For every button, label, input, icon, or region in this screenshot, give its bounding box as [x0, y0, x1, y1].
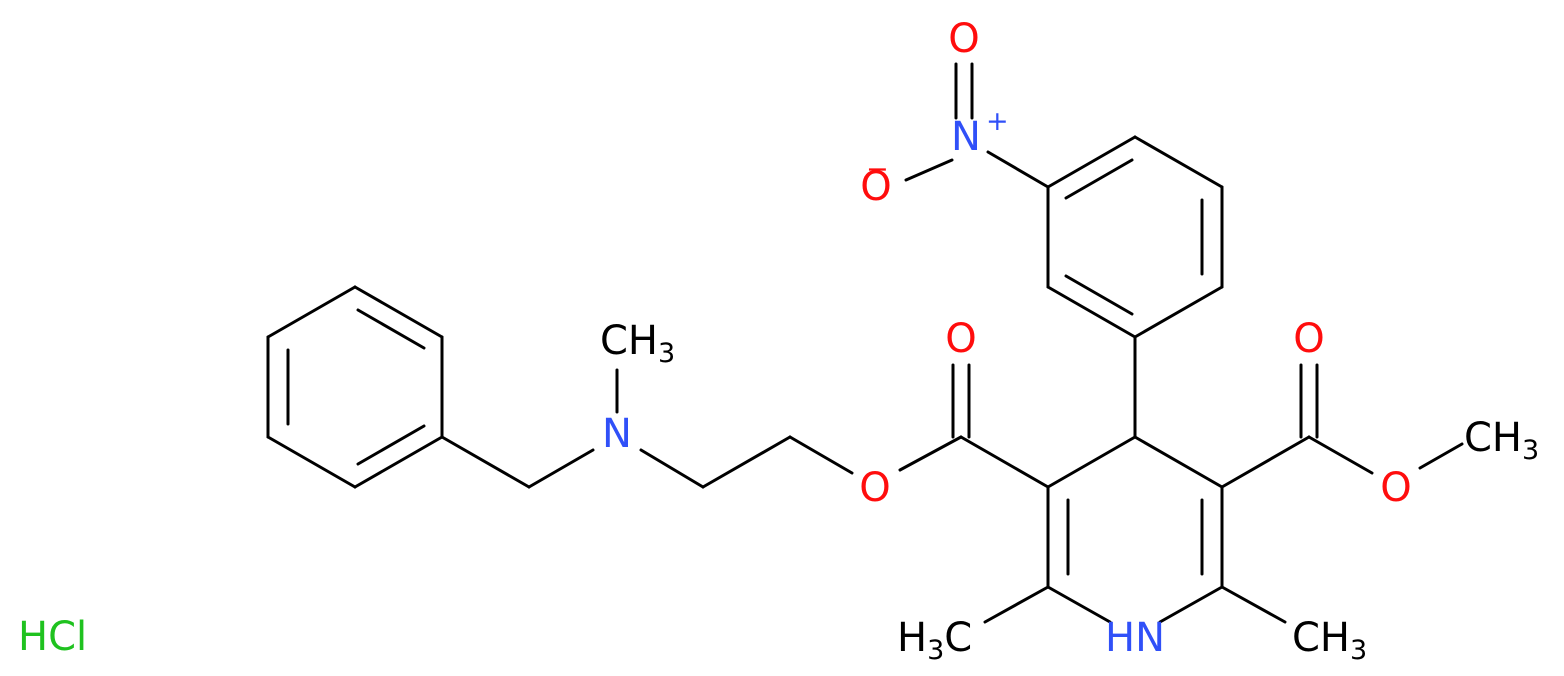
- bond: [1307, 435, 1374, 475]
- right-ester-carbonyl-oxygen: O: [1293, 316, 1324, 362]
- nitro-nitrogen-charge: +: [986, 106, 1009, 137]
- ring-nh-label: HN: [1105, 615, 1165, 661]
- right-ester-methyl-label: CH3: [1464, 415, 1539, 466]
- bond: [1220, 435, 1311, 489]
- amine-methyl-label: CH3: [600, 318, 675, 369]
- bond: [1133, 285, 1224, 339]
- bond: [1064, 274, 1134, 316]
- ring-methyl-right-label: CH3: [1292, 615, 1367, 666]
- ring-methyl-left-sub: 3: [927, 635, 944, 666]
- bond: [1046, 435, 1137, 489]
- amine-nitrogen: N: [602, 411, 632, 457]
- bond: [266, 435, 357, 489]
- bond: [639, 448, 705, 489]
- nitro-oxygen-charge: −: [866, 154, 889, 185]
- bond: [1418, 442, 1464, 470]
- ring-methyl-right-sub: 3: [1350, 635, 1367, 666]
- ring-methyl-right-ch: CH: [1292, 615, 1350, 661]
- atom-labels: O N + O − CH3 N O O O O CH3 HN H3C CH3 H…: [18, 16, 1539, 666]
- right-ester-ether-oxygen: O: [1380, 465, 1411, 511]
- bond: [1133, 135, 1224, 189]
- bond: [527, 448, 595, 489]
- bond: [1046, 135, 1137, 189]
- ring-methyl-left-label: H3C: [897, 615, 972, 666]
- bond: [788, 435, 854, 475]
- ring-methyl-left-c: C: [944, 615, 972, 661]
- bond-lines: [266, 62, 1464, 624]
- amine-methyl-sub: 3: [658, 338, 675, 369]
- right-ester-methyl-sub: 3: [1522, 435, 1539, 466]
- bond: [1046, 285, 1137, 339]
- bond: [356, 308, 426, 350]
- bond: [1133, 435, 1224, 489]
- hcl-salt-label: HCl: [18, 614, 87, 660]
- bond: [1158, 585, 1224, 624]
- bond: [1046, 585, 1112, 624]
- bond: [898, 435, 963, 472]
- bond: [701, 435, 792, 489]
- nitro-oxygen-minus: O: [860, 164, 891, 210]
- bond: [959, 435, 1050, 489]
- nitro-oxygen-top: O: [948, 16, 979, 62]
- left-ester-carbonyl-oxygen: O: [945, 316, 976, 362]
- bond: [983, 585, 1050, 624]
- bond: [1220, 585, 1287, 624]
- bond: [353, 285, 444, 339]
- amine-methyl-ch: CH: [600, 318, 658, 364]
- right-ester-methyl-ch: CH: [1464, 415, 1522, 461]
- bond: [986, 150, 1050, 189]
- bond: [440, 435, 531, 489]
- ring-methyl-left-h: H: [897, 615, 927, 661]
- nitro-nitrogen: N: [951, 114, 981, 160]
- left-ester-ether-oxygen: O: [859, 465, 890, 511]
- bond: [356, 424, 426, 466]
- bond: [266, 285, 357, 339]
- bond: [1064, 158, 1134, 200]
- bond: [353, 435, 444, 489]
- bond: [904, 158, 954, 182]
